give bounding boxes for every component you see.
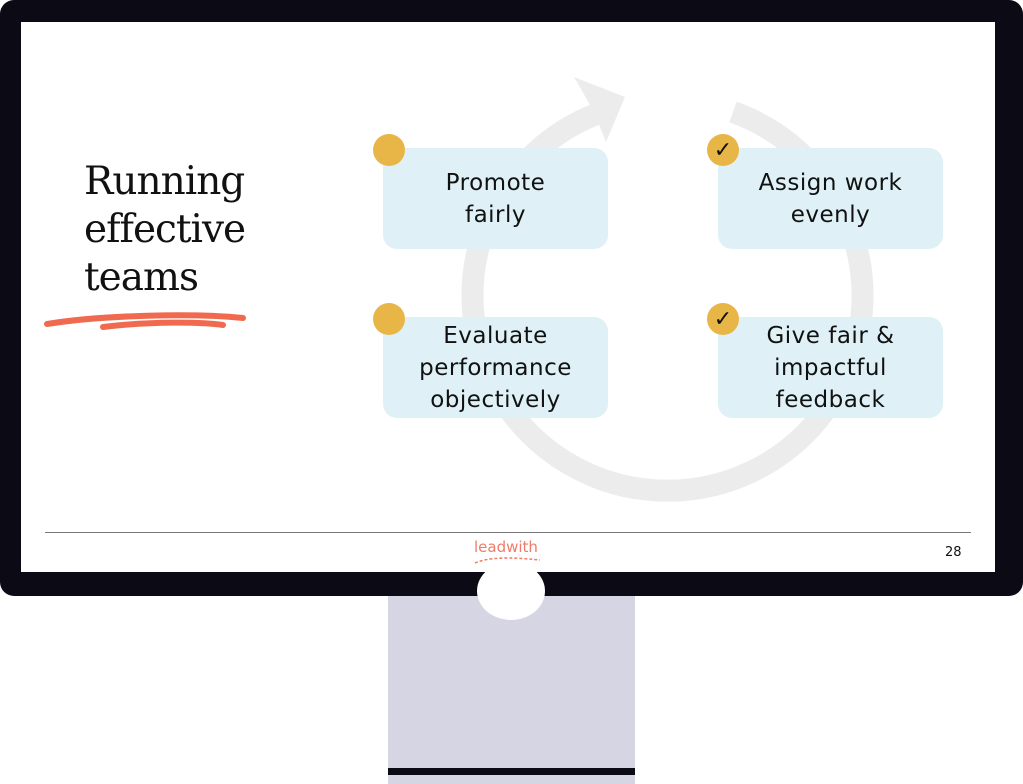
card-label: Promote — [445, 169, 546, 196]
card-label: impactful — [774, 354, 887, 381]
card-assign-work: Assign work evenly — [718, 148, 943, 249]
slide: Running effective teams Promote fairly As… — [21, 22, 995, 572]
card-evaluate-performance: Evaluate performance objectively — [383, 317, 608, 418]
monitor-frame: Running effective teams Promote fairly As… — [0, 0, 1023, 596]
card-label: Give fair & — [766, 322, 895, 349]
card-label: fairly — [464, 201, 527, 228]
leadwith-logo: leadwith — [474, 538, 541, 564]
card-label: Evaluate — [443, 322, 548, 349]
card-label: evenly — [790, 201, 871, 228]
status-dot-icon — [373, 134, 405, 166]
slide-title: Running effective teams — [84, 158, 246, 302]
check-icon: ✓ — [707, 134, 739, 166]
card-give-feedback: Give fair & impactful feedback — [718, 317, 943, 418]
title-line: effective — [84, 207, 246, 252]
stand-notch — [477, 562, 545, 620]
card-label: Assign work — [758, 169, 903, 196]
card-label: objectively — [430, 386, 561, 413]
card-label: feedback — [775, 386, 886, 413]
stand-base-line — [388, 768, 635, 775]
title-line: teams — [84, 255, 199, 300]
card-promote-fairly: Promote fairly — [383, 148, 608, 249]
underline-swoosh-icon — [44, 312, 246, 330]
check-icon: ✓ — [707, 303, 739, 335]
footer-divider — [45, 532, 971, 533]
logo-text: leadwith — [474, 538, 538, 556]
page-number: 28 — [945, 545, 962, 560]
monitor-stand — [388, 562, 635, 784]
status-dot-icon — [373, 303, 405, 335]
title-line: Running — [84, 159, 245, 204]
logo-underline-icon — [474, 557, 541, 564]
card-label: performance — [419, 354, 572, 381]
